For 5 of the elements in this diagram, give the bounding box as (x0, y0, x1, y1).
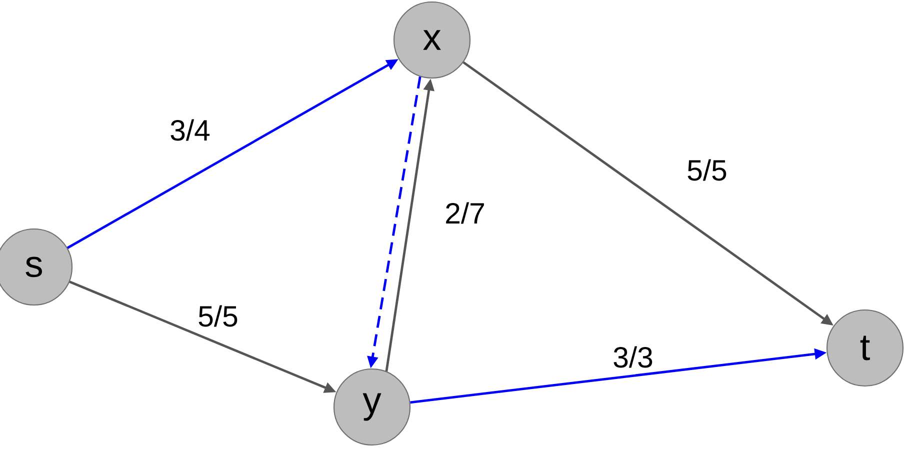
edge-label: 5/5 (685, 158, 729, 182)
edge-label: 3/4 (168, 118, 212, 142)
edge-label: 2/7 (443, 200, 487, 226)
edge-label: 5/5 (196, 304, 240, 328)
edge-label: 3/3 (611, 344, 655, 370)
